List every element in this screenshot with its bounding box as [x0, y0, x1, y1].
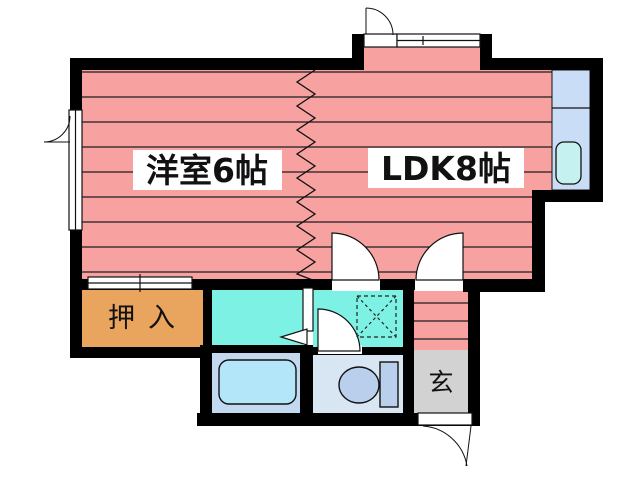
entrance-door-leaf	[465, 425, 472, 467]
corridor-hatch-lines	[414, 302, 468, 340]
entrance-label: 玄	[428, 368, 453, 397]
bathtub	[218, 359, 297, 405]
balcony-door-arc	[365, 7, 394, 36]
ldk-label: LDK8帖	[381, 149, 511, 188]
door-direction-arrow-icon	[278, 328, 308, 346]
ldk-door-right	[415, 232, 464, 281]
western-room-label-bg	[133, 150, 282, 190]
corridor-floor	[414, 290, 468, 350]
left-door-arc	[43, 115, 71, 143]
closet-floor	[82, 288, 203, 347]
ldk-door-left	[331, 232, 380, 281]
toilet-door	[317, 308, 361, 352]
washing-machine-space-icon	[356, 295, 397, 338]
entrance-door-sill	[417, 412, 473, 426]
toilet	[338, 361, 399, 408]
ldk-label-bg	[368, 148, 524, 188]
balcony-door	[363, 33, 398, 48]
kitchen-sink	[555, 141, 582, 185]
labels: 洋室6帖 LDK8帖 押入 玄	[108, 148, 524, 397]
western-room-label: 洋室6帖	[146, 151, 268, 190]
openings	[43, 7, 481, 467]
washroom-door	[302, 287, 314, 332]
main-room-floor	[82, 47, 590, 279]
entrance-door-arc	[422, 425, 468, 467]
zigzag-partition-icon	[295, 69, 317, 282]
closet-label: 押入	[108, 303, 188, 334]
entrance-floor	[414, 350, 468, 413]
